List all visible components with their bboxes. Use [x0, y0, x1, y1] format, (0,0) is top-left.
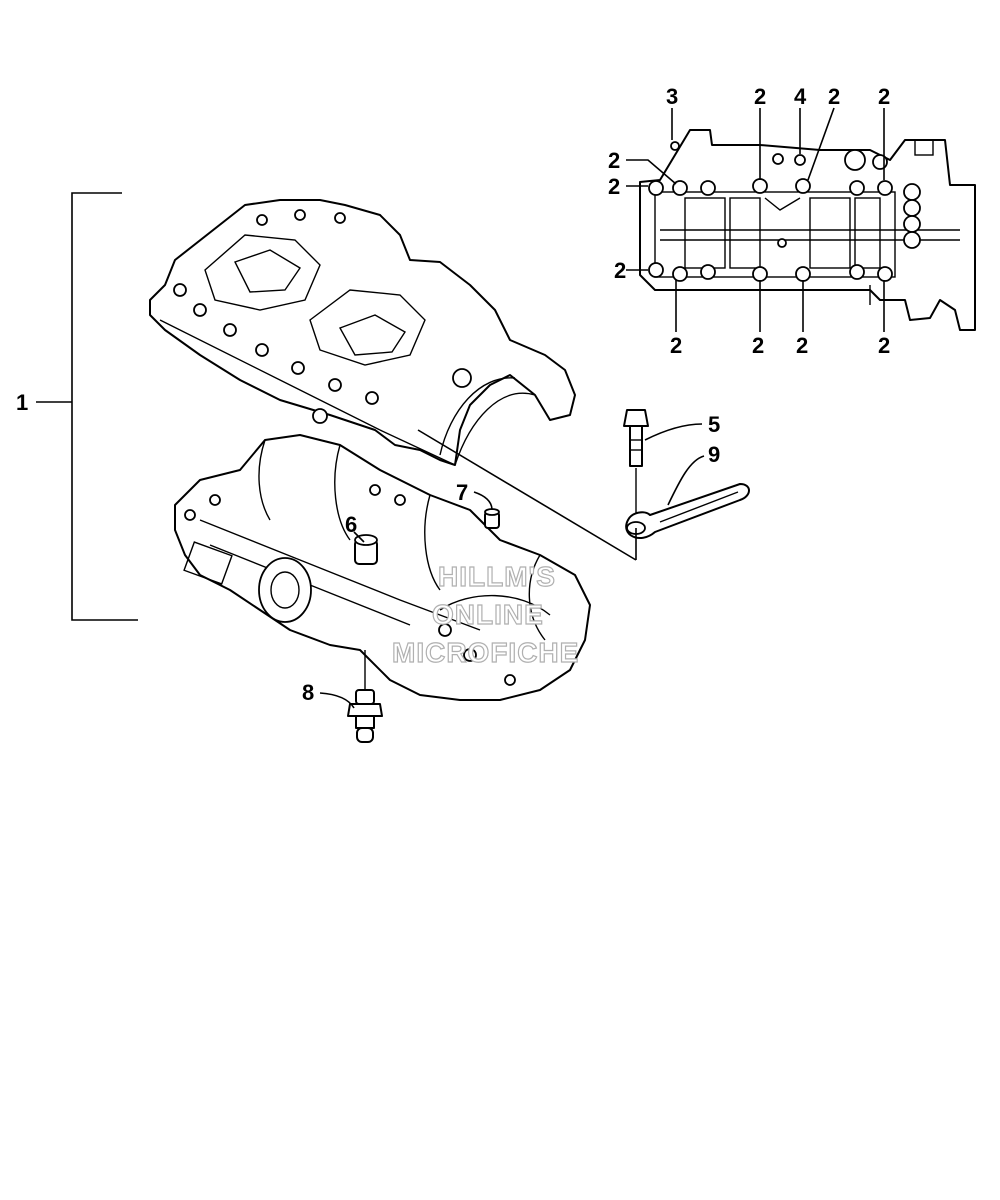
callout-3: 3 [666, 84, 678, 109]
dowel-pin [354, 534, 378, 565]
callout-labels: 1 3 2 4 2 2 2 2 2 2 2 2 2 5 9 7 6 8 [16, 84, 890, 705]
callout-2-top-c: 2 [878, 84, 890, 109]
callout-4: 4 [794, 84, 807, 109]
callout-2-left-b: 2 [608, 174, 620, 199]
drain-fitting [347, 650, 383, 743]
callout-2-bottom-a: 2 [670, 333, 682, 358]
callout-1: 1 [16, 390, 28, 415]
watermark-line-2: ONLINE [432, 599, 544, 630]
watermark-line-1: HILLM'S [438, 561, 556, 592]
callout-8: 8 [302, 680, 314, 705]
callout-2-top-b: 2 [828, 84, 840, 109]
leader-lines [319, 107, 885, 709]
strap-bracket [625, 468, 750, 539]
bolt [623, 409, 649, 467]
callout-6: 6 [345, 512, 357, 537]
callout-7: 7 [456, 480, 468, 505]
callout-9: 9 [708, 442, 720, 467]
callout-2-bottom-c: 2 [796, 333, 808, 358]
detail-view [639, 129, 976, 331]
small-pin [484, 508, 500, 529]
callout-2-left-a: 2 [608, 148, 620, 173]
watermark-line-3: MICROFICHE [392, 637, 579, 668]
upper-crankcase [149, 199, 576, 466]
lower-crankcase [174, 434, 591, 701]
assembly-bracket [36, 192, 138, 621]
callout-2-bottom-d: 2 [878, 333, 890, 358]
callout-2-bottom-b: 2 [752, 333, 764, 358]
watermark: HILLM'S ONLINE MICROFICHE [391, 560, 579, 668]
callout-5: 5 [708, 412, 720, 437]
callout-2-top-a: 2 [754, 84, 766, 109]
callout-2-left-c: 2 [614, 258, 626, 283]
